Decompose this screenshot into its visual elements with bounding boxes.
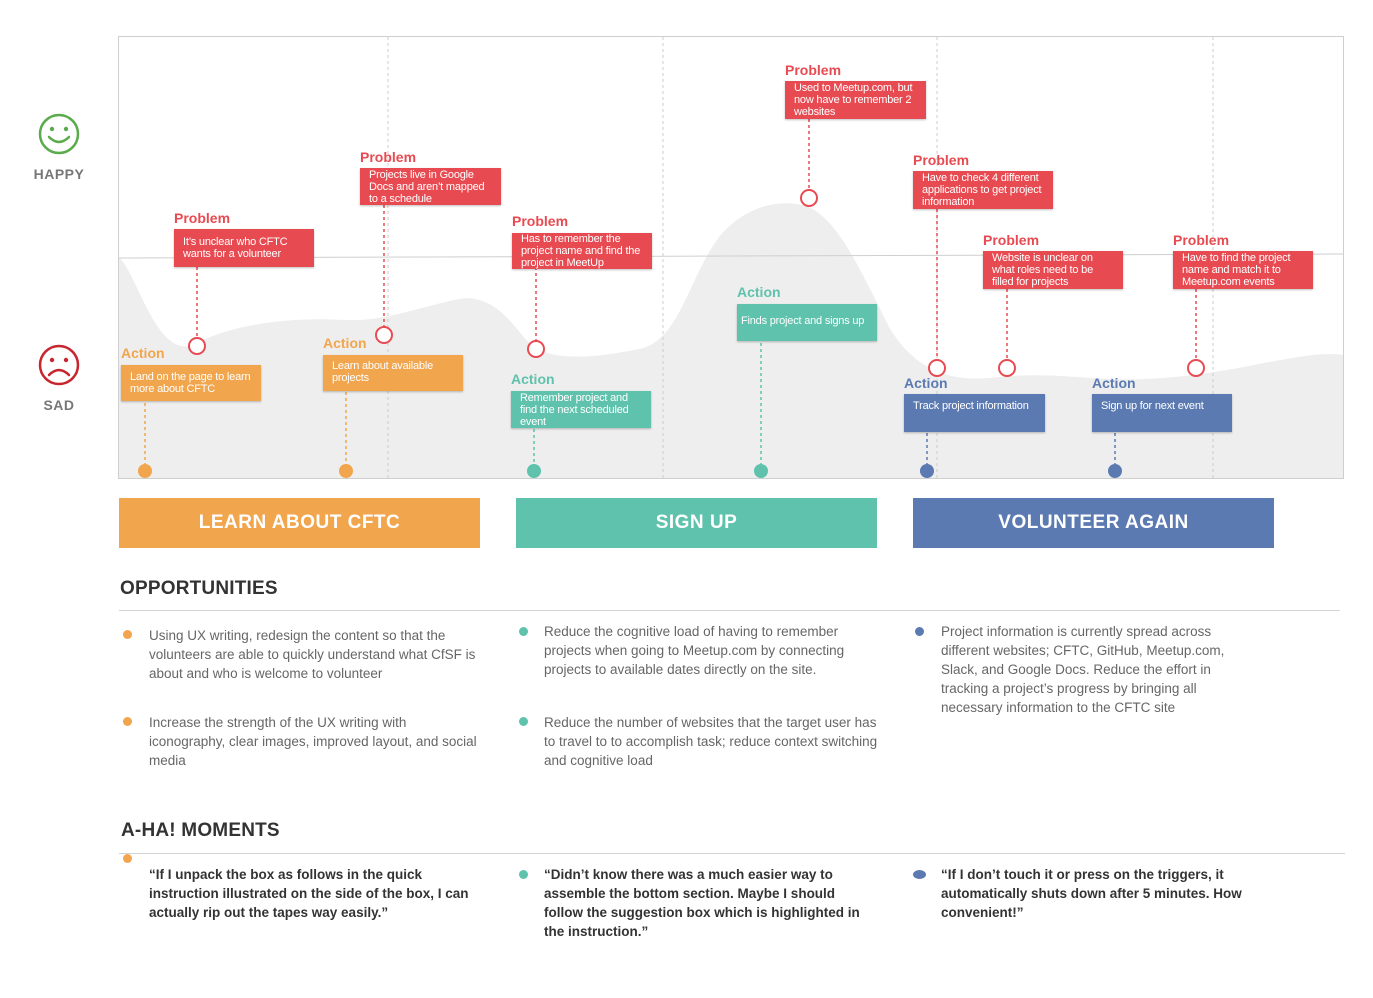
bullet-dot (123, 630, 132, 639)
neutral-line (119, 253, 1343, 259)
aha-quote: “Didn’t know there was a much easier way… (544, 867, 860, 939)
problem-marker (375, 326, 393, 344)
problem-box: Projects live in Google Docs and aren’t … (360, 168, 501, 205)
problem-marker (800, 189, 818, 207)
action-marker (339, 464, 353, 478)
aha-quote: “If I unpack the box as follows in the q… (149, 867, 469, 920)
problem-heading: Problem (785, 62, 842, 78)
sad-label: SAD (43, 397, 75, 413)
action-box: Land on the page to learn more about CFT… (121, 365, 261, 401)
problem-marker (998, 359, 1016, 377)
happy-label: HAPPY (33, 166, 85, 182)
action-marker (754, 464, 768, 478)
problem-box: Have to check 4 different applications t… (913, 171, 1053, 209)
action-marker (920, 464, 934, 478)
sad-face-icon (38, 344, 80, 386)
problem-box: Website is unclear on what roles need to… (983, 251, 1123, 289)
bullet-dot (123, 854, 132, 863)
action-marker (527, 464, 541, 478)
opportunity-item: Reduce the cognitive load of having to r… (544, 624, 845, 677)
stage-volunteer-again: VOLUNTEER AGAIN (913, 498, 1274, 548)
action-box: Sign up for next event (1092, 394, 1232, 432)
aha-title: A-HA! MOMENTS (121, 820, 280, 841)
action-heading: Action (121, 345, 165, 361)
action-box: Track project information (904, 394, 1045, 432)
bullet-dot (915, 627, 924, 636)
bullet-dot (913, 870, 926, 879)
problem-box: Used to Meetup.com, but now have to reme… (785, 81, 926, 119)
journey-map: Problem It’s unclear who CFTC wants for … (118, 36, 1344, 479)
problem-heading: Problem (983, 232, 1040, 248)
problem-heading: Problem (174, 210, 231, 226)
action-heading: Action (511, 371, 555, 387)
opportunity-item: Using UX writing, redesign the content s… (149, 628, 476, 681)
stage-sign-up: SIGN UP (516, 498, 877, 548)
aha-quote: “If I don’t touch it or press on the tri… (941, 867, 1242, 920)
action-heading: Action (1092, 375, 1136, 391)
opportunities-divider (119, 610, 1340, 611)
opportunity-item: Reduce the number of websites that the t… (544, 715, 878, 768)
action-box: Remember project and find the next sched… (511, 391, 651, 428)
problem-heading: Problem (1173, 232, 1230, 248)
problem-marker (527, 340, 545, 358)
action-box: Learn about available projects (323, 355, 463, 391)
problem-heading: Problem (360, 149, 417, 165)
bullet-dot (519, 627, 528, 636)
opportunity-item: Increase the strength of the UX writing … (149, 715, 477, 768)
action-heading: Action (737, 284, 781, 300)
problem-box: Has to remember the project name and fin… (512, 233, 652, 269)
stage-learn-about-cftc: LEARN ABOUT CFTC (119, 498, 480, 548)
action-marker (1108, 464, 1122, 478)
bullet-dot (519, 870, 528, 879)
problem-marker (928, 359, 946, 377)
bullet-dot (519, 717, 528, 726)
opportunity-item: Project information is currently spread … (941, 624, 1225, 715)
action-heading: Action (904, 375, 948, 391)
opportunities-title: OPPORTUNITIES (120, 578, 278, 599)
problem-marker (188, 337, 206, 355)
action-box: Finds project and signs up (737, 304, 877, 341)
action-marker (138, 464, 152, 478)
problem-marker (1187, 359, 1205, 377)
bullet-dot (123, 717, 132, 726)
action-heading: Action (323, 335, 367, 351)
problem-box: Have to find the project name and match … (1173, 251, 1313, 289)
aha-divider (119, 853, 1345, 854)
problem-box: It’s unclear who CFTC wants for a volunt… (174, 229, 314, 267)
smiley-face-icon (38, 113, 80, 155)
problem-heading: Problem (913, 152, 970, 168)
problem-heading: Problem (512, 213, 569, 229)
